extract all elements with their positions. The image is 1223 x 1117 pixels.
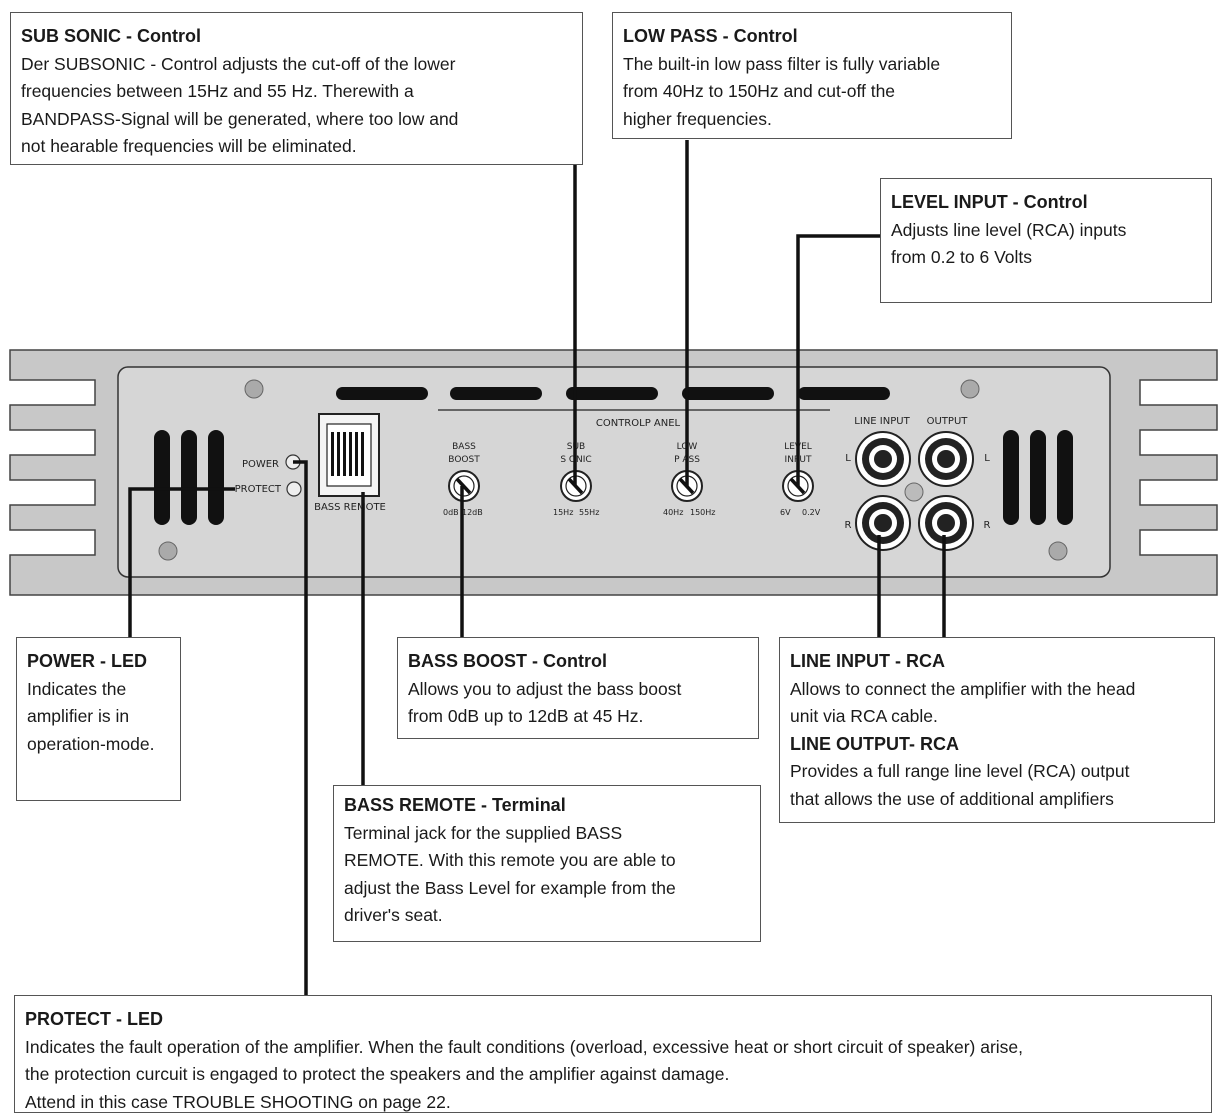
subsonic-min: 15Hz [553, 508, 573, 517]
callout-title: POWER - LED [27, 651, 147, 671]
channel-l-left: L [845, 453, 851, 464]
callout-subsonic: SUB SONIC - Control Der SUBSONIC - Contr… [10, 12, 583, 165]
bass-boost-knob[interactable] [448, 470, 480, 502]
callout-bass-remote: BASS REMOTE - Terminal Terminal jack for… [333, 785, 761, 942]
callout-text: The built-in low pass filter is fully va… [623, 53, 941, 129]
bass-boost-knob-label: BASS [452, 442, 476, 452]
callout-text: Allows to connect the amplifier with the… [790, 678, 1136, 727]
callout-text: Terminal jack for the supplied BASS REMO… [344, 822, 676, 926]
callout-title: BASS BOOST - Control [408, 651, 607, 671]
callout-text: Indicates the amplifier is in operation-… [27, 678, 155, 754]
lowpass-min: 40Hz [663, 508, 683, 517]
callout-title: BASS REMOTE - Terminal [344, 795, 566, 815]
rca-jack-output-r[interactable] [918, 495, 974, 551]
control-panel-label: CONTROLP ANEL [596, 418, 681, 429]
callout-line-rca: LINE INPUT - RCA Allows to connect the a… [779, 637, 1215, 823]
top-slots [336, 387, 890, 400]
callout-title: PROTECT - LED [25, 1009, 163, 1029]
callout-bass-boost: BASS BOOST - Control Allows you to adjus… [397, 637, 759, 739]
callout-power-led: POWER - LED Indicates the amplifier is i… [16, 637, 181, 801]
rca-jack-output-l[interactable] [918, 431, 974, 487]
callout-title: LEVEL INPUT - Control [891, 192, 1088, 212]
callout-text: Allows you to adjust the bass boost from… [408, 678, 682, 727]
callout-protect-led: PROTECT - LED Indicates the fault operat… [14, 995, 1212, 1113]
screw-icon [158, 379, 1068, 561]
lowpass-max: 150Hz [690, 508, 715, 517]
power-led-label: POWER [242, 459, 279, 470]
bass-boost-min: 0dB [443, 508, 459, 517]
channel-l-right: L [984, 453, 990, 464]
protect-led-label: PROTECT [235, 484, 282, 495]
callout-title: LOW PASS - Control [623, 26, 798, 46]
callout-text: Adjusts line level (RCA) inputs from 0.2… [891, 219, 1127, 268]
rca-jack-input-l[interactable] [855, 431, 911, 487]
channel-r-right: R [984, 520, 991, 531]
callout-title: SUB SONIC - Control [21, 26, 201, 46]
leader-lines [128, 140, 946, 995]
bass-boost-max: 12dB [462, 508, 483, 517]
callout-title-2: LINE OUTPUT- RCA [790, 733, 959, 754]
vent-slots-left [154, 430, 224, 525]
channel-r-left: R [845, 520, 852, 531]
callout-level-input: LEVEL INPUT - Control Adjusts line level… [880, 178, 1212, 303]
output-label: OUTPUT [927, 416, 969, 427]
bass-remote-terminal[interactable] [318, 413, 380, 497]
callout-text: Der SUBSONIC - Control adjusts the cut-o… [21, 53, 459, 157]
callout-text: Indicates the fault operation of the amp… [25, 1036, 1024, 1112]
callout-text-2: Provides a full range line level (RCA) o… [790, 761, 1130, 809]
line-input-label: LINE INPUT [854, 416, 910, 427]
protect-led [286, 481, 302, 497]
level-max: 0.2V [802, 508, 821, 517]
rca-jack-input-r[interactable] [855, 495, 911, 551]
subsonic-max: 55Hz [579, 508, 599, 517]
level-min: 6V [780, 508, 791, 517]
vent-slots-right [1003, 430, 1073, 525]
bass-boost-knob-label-2: BOOST [448, 455, 480, 465]
callout-title: LINE INPUT - RCA [790, 651, 945, 671]
bass-remote-label: BASS REMOTE [314, 502, 386, 513]
callout-lowpass: LOW PASS - Control The built-in low pass… [612, 12, 1012, 139]
